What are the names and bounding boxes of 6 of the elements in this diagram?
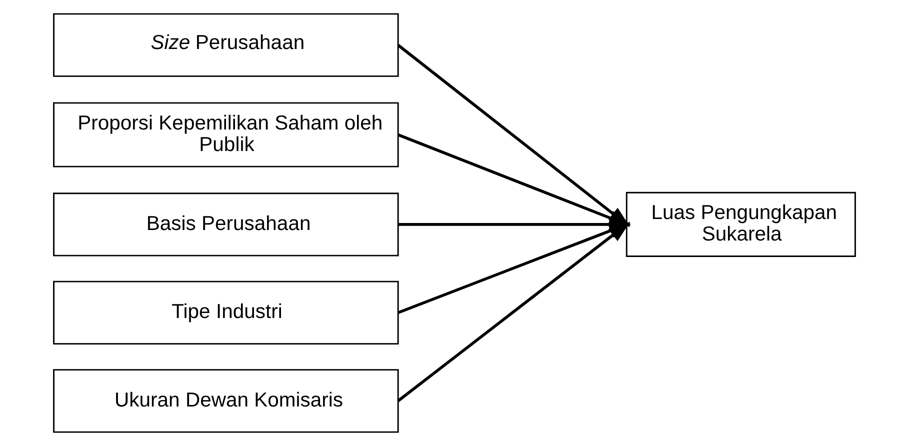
node-box: Proporsi Kepemilikan Saham oleh Publik — [53, 102, 399, 168]
node-box: Tipe Industri — [53, 280, 399, 345]
node-box: Ukuran Dewan Komisaris — [53, 369, 399, 433]
node-box: Basis Perusahaan — [53, 192, 399, 256]
node-box: Luas Pengungkapan Sukarela — [626, 192, 856, 257]
node-box: Size Perusahaan — [53, 13, 399, 77]
